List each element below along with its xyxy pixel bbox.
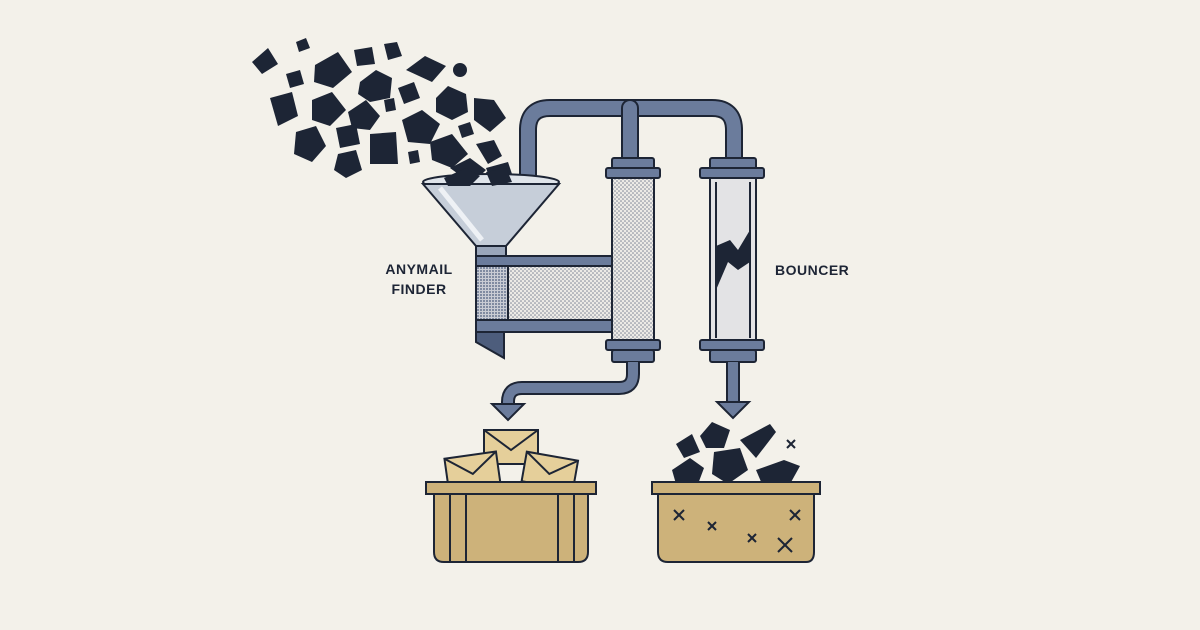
email-chunk-icon bbox=[672, 458, 704, 484]
cross-mark-icon bbox=[789, 509, 801, 521]
email-chunk-icon bbox=[474, 98, 506, 132]
email-chunk-icon bbox=[408, 150, 420, 164]
email-chunk-icon bbox=[712, 448, 748, 484]
email-chunk-icon bbox=[296, 38, 310, 52]
email-chunk-icon bbox=[270, 92, 298, 126]
email-chunk-icon bbox=[354, 47, 375, 66]
email-chunk-icon bbox=[384, 42, 402, 60]
email-chunk-icon bbox=[398, 82, 420, 104]
anymail-label-line1: ANYMAIL bbox=[385, 261, 453, 277]
email-chunk-icon bbox=[740, 424, 776, 458]
email-chunk-icon bbox=[700, 422, 730, 448]
filter-column-icon bbox=[605, 157, 661, 363]
email-chunk-icon bbox=[314, 52, 352, 88]
cross-mark-icon bbox=[786, 439, 796, 449]
pipe-network bbox=[519, 99, 743, 187]
output-pipes bbox=[489, 362, 752, 422]
anymail-finder-label: ANYMAIL FINDER bbox=[382, 259, 456, 299]
cross-mark-icon bbox=[673, 509, 685, 521]
email-chunk-icon bbox=[406, 56, 446, 82]
email-chunk-icon bbox=[402, 110, 440, 144]
email-chunk-icon bbox=[294, 126, 326, 162]
anymail-label-line2: FINDER bbox=[391, 281, 447, 297]
email-chunk-icon bbox=[476, 140, 502, 164]
cross-mark-icon bbox=[777, 537, 793, 553]
email-chunk-icon bbox=[756, 460, 800, 484]
bouncer-filter-column bbox=[699, 157, 765, 363]
email-chunk-icon bbox=[436, 86, 468, 120]
valid-emails-box bbox=[425, 429, 597, 563]
arrow-down-icon bbox=[489, 403, 527, 422]
email-chunk-icon bbox=[370, 132, 398, 164]
cross-mark-icon bbox=[707, 521, 717, 531]
email-chunk-icon bbox=[334, 150, 362, 178]
email-chunk-icon bbox=[430, 134, 468, 168]
funnel-icon bbox=[420, 168, 562, 263]
filter-connector bbox=[475, 255, 613, 360]
email-chunk-icon bbox=[384, 98, 396, 112]
email-chunk-icon bbox=[358, 70, 392, 102]
email-chunk-icon bbox=[453, 63, 467, 77]
raw-email-chunks bbox=[252, 38, 514, 184]
email-chunk-icon bbox=[252, 48, 278, 74]
cross-mark-icon bbox=[747, 533, 757, 543]
arrow-down-icon bbox=[714, 401, 752, 420]
email-chunk-icon bbox=[458, 122, 474, 138]
email-chunk-icon bbox=[312, 92, 346, 126]
email-chunk-icon bbox=[286, 70, 304, 88]
email-chunk-icon bbox=[348, 100, 380, 130]
bounced-emails-box bbox=[651, 422, 821, 563]
bouncer-label: BOUNCER bbox=[775, 262, 850, 278]
email-chunk-icon bbox=[676, 434, 700, 458]
email-chunk-icon bbox=[336, 124, 360, 148]
